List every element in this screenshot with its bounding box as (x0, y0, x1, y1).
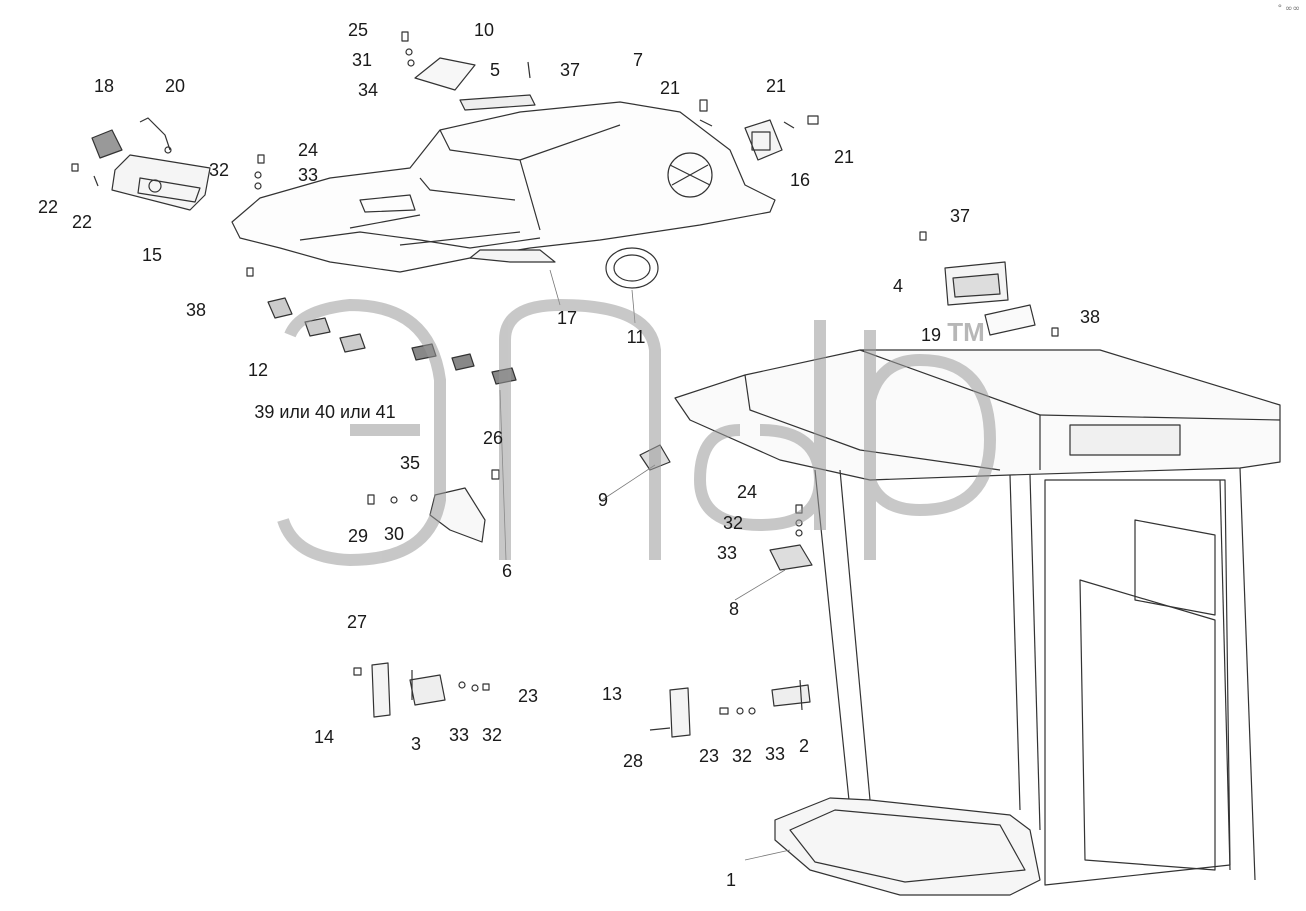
callout-25: 11 (626, 327, 646, 347)
callout-46: 32 (731, 746, 753, 766)
callout-30: 9 (597, 490, 609, 510)
callout-7: 18 (93, 76, 115, 96)
ceiling-lamps-12 (246, 267, 517, 385)
callout-22: 19 (920, 325, 942, 345)
callout-24: 17 (556, 308, 578, 328)
hinge-parts (353, 662, 811, 738)
callout-49: 28 (622, 751, 644, 771)
watermark-logo (277, 298, 997, 567)
callout-33: 29 (347, 526, 369, 546)
callout-41: 14 (313, 727, 335, 747)
callout-2: 31 (351, 50, 373, 70)
callout-21: 4 (892, 276, 904, 296)
callout-48: 2 (798, 736, 810, 756)
callout-42: 3 (410, 734, 422, 754)
callout-44: 32 (481, 725, 503, 745)
callout-10: 22 (37, 197, 59, 217)
callout-6: 34 (357, 80, 379, 100)
callout-34: 30 (383, 524, 405, 544)
callout-23: 38 (1079, 307, 1101, 327)
roof-panel-7 (231, 101, 776, 273)
callout-37: 8 (728, 599, 740, 619)
callout-4: 37 (559, 60, 581, 80)
callout-11: 32 (208, 160, 230, 180)
callout-8: 20 (164, 76, 186, 96)
callout-1: 10 (473, 20, 495, 40)
callout-26: 12 (247, 360, 269, 380)
callout-38: 27 (346, 612, 368, 632)
callout-50: 1 (725, 870, 737, 890)
vent-frame-16 (744, 119, 783, 161)
sun-visor-4 (919, 231, 1059, 337)
callout-39: 23 (517, 686, 539, 706)
callout-19: 37 (949, 206, 971, 226)
control-panel-15 (71, 117, 265, 211)
callout-35: 6 (501, 561, 513, 581)
corner-mark: ° ∞∞ (1277, 4, 1300, 14)
callout-14: 21 (833, 147, 855, 167)
callout-12: 24 (297, 140, 319, 160)
callout-15: 16 (789, 170, 811, 190)
watermark-trademark: TM (947, 317, 985, 347)
callout-40: 13 (601, 684, 623, 704)
leader-lines (499, 269, 791, 861)
callout-13: 33 (297, 165, 319, 185)
callout-29: 35 (399, 453, 421, 473)
callout-20: 38 (185, 300, 207, 320)
callout-16: 21 (765, 76, 787, 96)
speaker-ring-11 (605, 247, 659, 289)
callout-0: 25 (347, 20, 369, 40)
callout-28: 26 (482, 428, 504, 448)
cab-frame-1 (674, 349, 1281, 896)
callout-43: 33 (448, 725, 470, 745)
callout-45: 23 (698, 746, 720, 766)
callout-27: 39 или 40 или 41 (254, 402, 396, 422)
callout-36: 33 (716, 543, 738, 563)
top-fasteners (401, 31, 819, 129)
callout-17: 22 (71, 212, 93, 232)
callout-47: 33 (764, 744, 786, 764)
callout-9: 21 (659, 78, 681, 98)
callout-32: 32 (722, 513, 744, 533)
callout-5: 7 (632, 50, 644, 70)
roof-hatch-10 (414, 57, 536, 111)
callout-3: 5 (489, 60, 501, 80)
callout-31: 24 (736, 482, 758, 502)
callout-18: 15 (141, 245, 163, 265)
